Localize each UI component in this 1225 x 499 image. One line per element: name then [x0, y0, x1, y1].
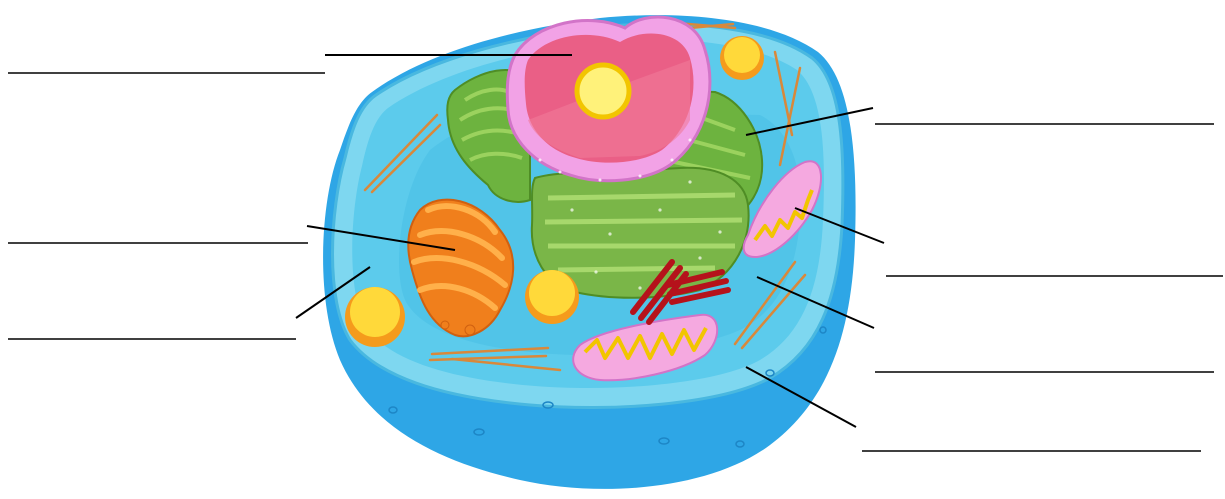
lysosome-left — [345, 287, 405, 347]
lysosome-mid — [525, 270, 579, 324]
lysosome-top — [720, 36, 764, 80]
nucleolus — [577, 65, 629, 117]
nucleus — [507, 17, 710, 181]
